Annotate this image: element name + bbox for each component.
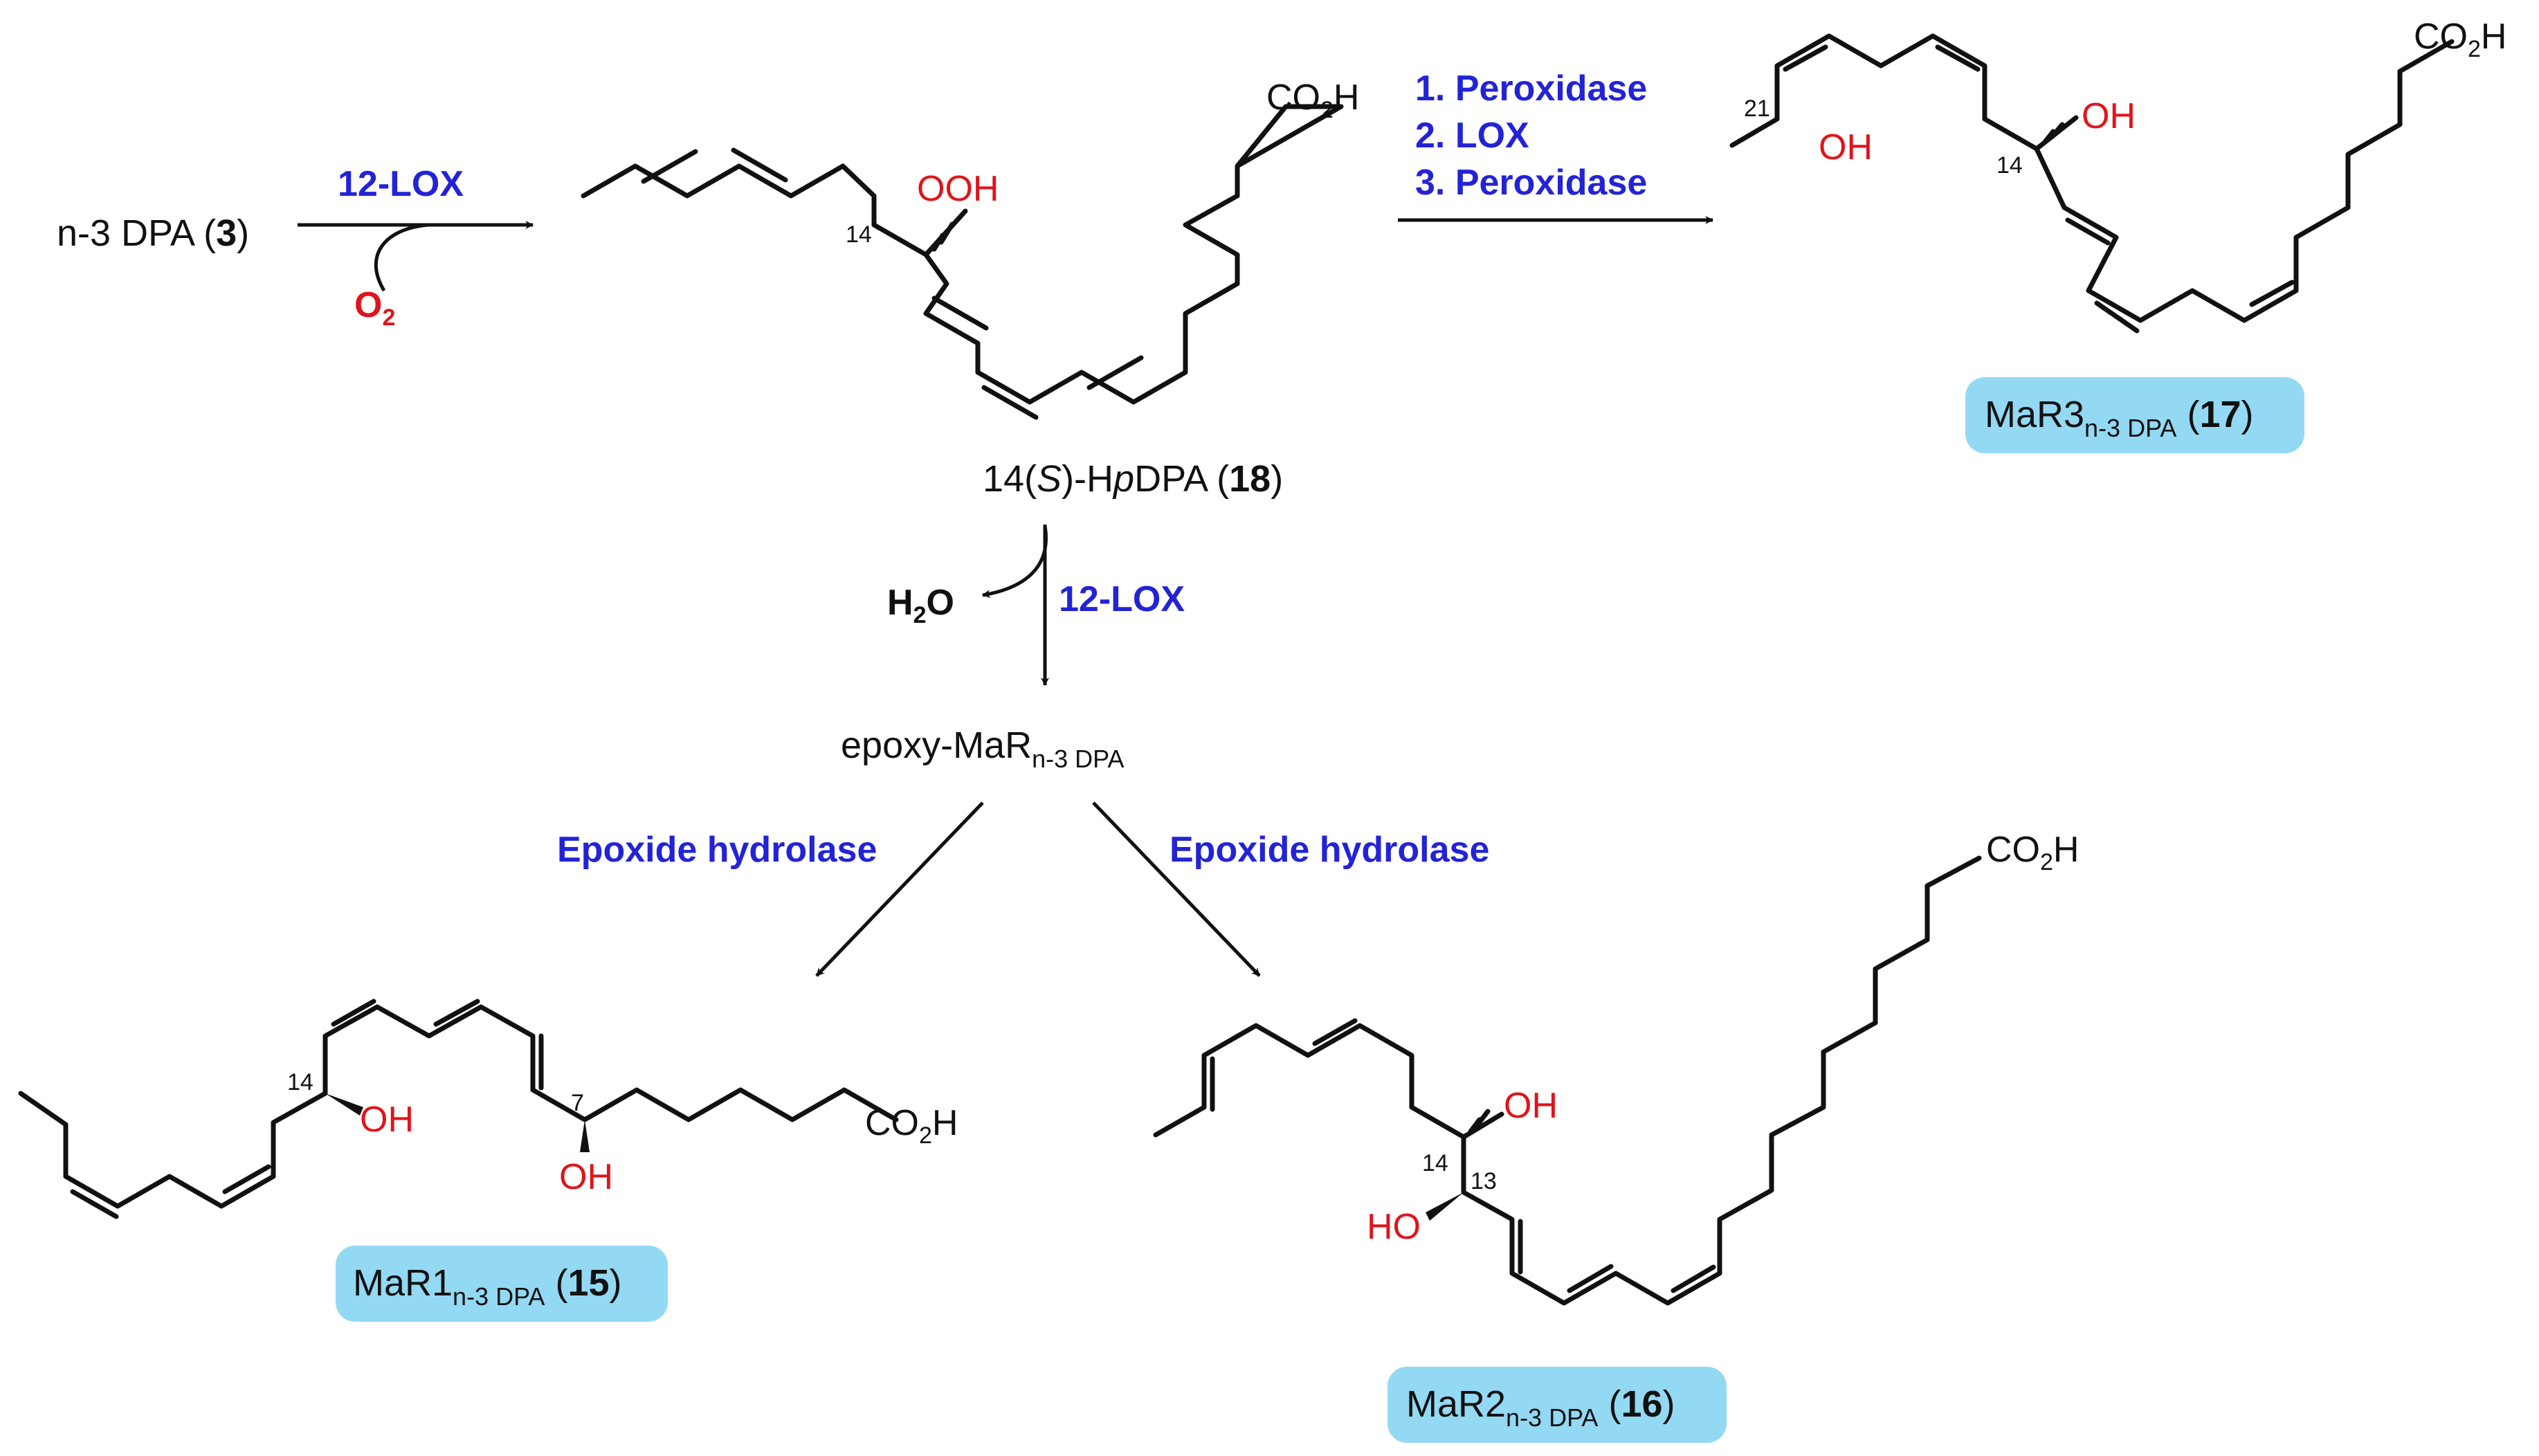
ndpa-label: n-3 DPA (3) <box>57 212 249 254</box>
mar3-label-box: MaR3n-3 DPA (17) <box>1965 377 2304 453</box>
arrow-mar2-step: Epoxide hydrolase <box>1092 801 1489 977</box>
molecule-hpdpa: CO2H OOH 14 <box>581 78 1359 420</box>
mar1-c14: 14 <box>287 1069 313 1095</box>
mar3-c14: 14 <box>1996 152 2023 179</box>
reagent-eh-right: Epoxide hydrolase <box>1170 830 1489 870</box>
hpdpa-c14: 14 <box>846 221 872 248</box>
mar3-oh-21: OH <box>1819 127 1873 167</box>
hpdpa-label: 14(S)-HpDPA (18) <box>983 458 1283 500</box>
mar1-label-box: MaR1n-3 DPA (15) <box>336 1246 668 1322</box>
reagent-12lox-top: 12-LOX <box>338 164 464 204</box>
mar1-label: MaR1n-3 DPA (15) <box>353 1262 622 1311</box>
mar3-co2h: CO2H <box>2414 17 2506 62</box>
arrow-mar1-step: Epoxide hydrolase <box>557 801 984 977</box>
mar3-label: MaR3n-3 DPA (17) <box>1985 394 2254 442</box>
arrow-epoxy-step: H2O 12-LOX <box>887 525 1185 686</box>
reagent-eh-left: Epoxide hydrolase <box>557 830 877 870</box>
mar3-c21: 21 <box>1744 95 1770 122</box>
mar1-oh-14: OH <box>360 1100 414 1140</box>
mar1-oh-7: OH <box>559 1157 613 1197</box>
arrow-mar3-step: 1. Peroxidase 2. LOX 3. Peroxidase <box>1398 69 1714 224</box>
reagent-step3: 3. Peroxidase <box>1415 163 1647 203</box>
mar2-c14: 14 <box>1422 1150 1448 1176</box>
reagent-12lox-mid: 12-LOX <box>1059 579 1185 619</box>
reagent-step1: 1. Peroxidase <box>1415 69 1647 109</box>
mar1-co2h: CO2H <box>865 1103 958 1149</box>
reagent-h2o: H2O <box>887 583 954 628</box>
mar2-ho: HO <box>1367 1207 1421 1247</box>
mar1-c7: 7 <box>571 1090 584 1116</box>
mar3-oh-14: OH <box>2082 96 2136 136</box>
mar2-oh: OH <box>1504 1086 1558 1126</box>
molecule-mar2: CO2H OH HO 14 13 <box>1153 830 2079 1306</box>
mar2-co2h: CO2H <box>1986 830 2079 875</box>
hpdpa-ooh: OOH <box>917 169 999 209</box>
reagent-o2: O2 <box>354 285 395 331</box>
reagent-step2: 2. LOX <box>1415 116 1529 156</box>
arrow-12lox-step: 12-LOX O2 <box>298 164 534 331</box>
epoxy-label: epoxy-MaRn-3 DPA <box>841 725 1124 773</box>
mar2-label-box: MaR2n-3 DPA (16) <box>1387 1367 1727 1443</box>
molecule-mar1: CO2H OH OH 14 7 <box>18 999 958 1219</box>
mar2-c13: 13 <box>1471 1168 1497 1194</box>
hpdpa-co2h: CO2H <box>1266 78 1359 123</box>
molecule-mar3: CO2H OH OH 21 14 <box>1729 17 2506 334</box>
